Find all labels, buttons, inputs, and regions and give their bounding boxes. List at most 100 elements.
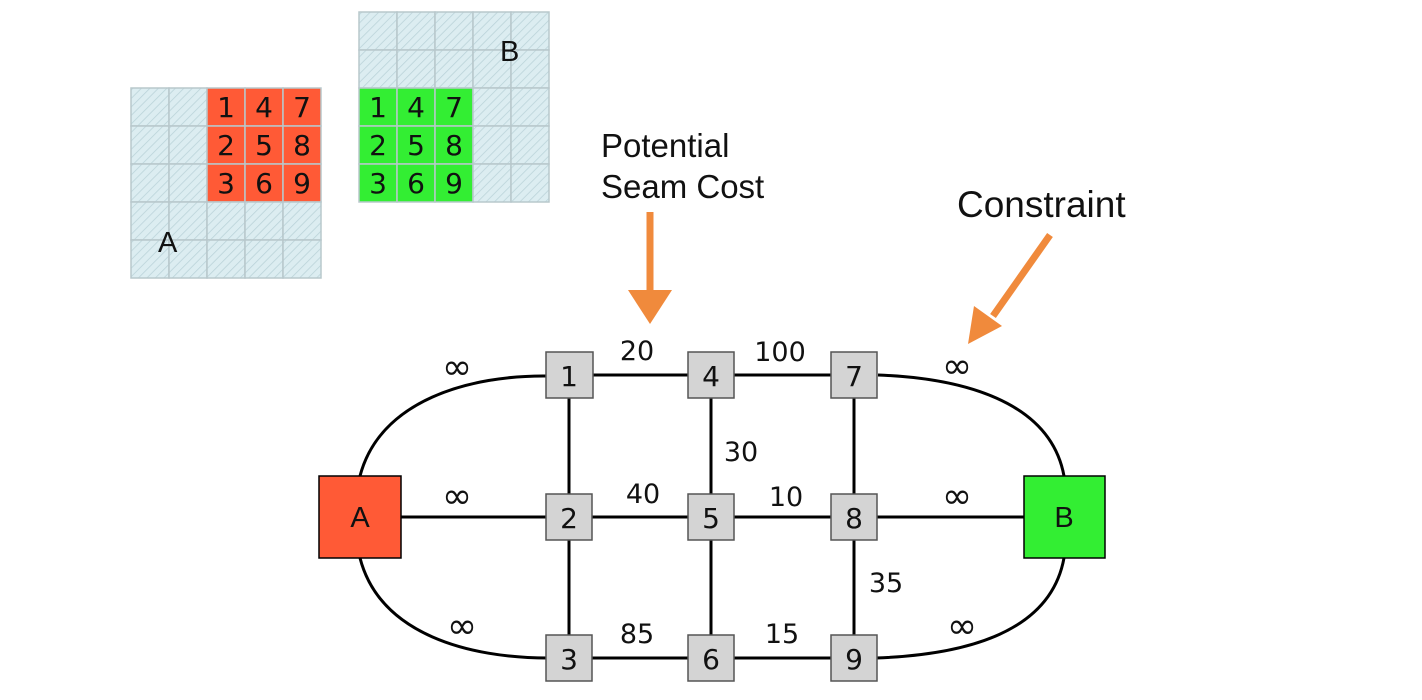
- constraint-arrow-icon: [968, 232, 1053, 344]
- seam-cost-label-line2: Seam Cost: [601, 168, 764, 205]
- patch-a-cell: [282, 201, 322, 241]
- weight-4-7: 100: [754, 337, 806, 368]
- patch-b-cell: [434, 163, 474, 203]
- patch-a-cell: [130, 87, 170, 127]
- weight-7-b: ∞: [942, 346, 972, 387]
- weight-3-6: 85: [620, 619, 654, 650]
- patch-a-cell: [282, 125, 322, 165]
- terminal-b-node: [1023, 475, 1106, 559]
- pixel-node-3: 3: [545, 634, 593, 682]
- patch-b-cell: [472, 87, 512, 127]
- patch-b-cell: [510, 163, 550, 203]
- weight-8-b: ∞: [942, 476, 972, 517]
- terminal-b-label: B: [1054, 502, 1073, 534]
- weight-8-9: 35: [869, 568, 903, 599]
- patch-b-pixel-label: 7: [445, 91, 463, 124]
- svg-text:3: 3: [560, 643, 578, 676]
- patch-b-cell: [358, 87, 398, 127]
- edge-a-1: [358, 374, 549, 477]
- patch-b-cell: [358, 11, 398, 51]
- patch-a-cell: [244, 239, 284, 279]
- svg-text:8: 8: [845, 502, 863, 535]
- pixel-node-4: 4: [687, 351, 735, 399]
- patch-a-pixel-label: 7: [293, 91, 311, 124]
- patch-b-cell: [396, 49, 436, 89]
- pixel-node-6: 6: [687, 634, 735, 682]
- patch-a-cell: [282, 163, 322, 203]
- pixel-node-5: 5: [687, 493, 735, 541]
- patch-b-pixel-label: 9: [445, 167, 463, 200]
- patch-a-cell: [206, 201, 246, 241]
- constraint-label: Constraint: [957, 184, 1126, 225]
- svg-text:7: 7: [845, 360, 863, 393]
- pixel-node-2: 2: [545, 493, 593, 541]
- patch-a-pixel-label: 2: [217, 129, 235, 162]
- weight-a-1: ∞: [442, 347, 472, 388]
- patch-a-cell: [168, 201, 208, 241]
- weight-1-4: 20: [620, 336, 654, 367]
- patch-b-cell: [358, 49, 398, 89]
- patch-b-pixel-label: 2: [369, 129, 387, 162]
- patch-b-cell: [510, 11, 550, 51]
- patch-a-cell: [282, 239, 322, 279]
- patch-b-cell: [396, 163, 436, 203]
- patch-b-cell: [434, 125, 474, 165]
- patch-b-pixel-label: 3: [369, 167, 387, 200]
- patch-b-cell: [510, 87, 550, 127]
- patch-a-cell: [130, 239, 170, 279]
- patch-b-cell: [434, 87, 474, 127]
- patch-b-cell: [472, 49, 512, 89]
- patch-a-pixel-label: 1: [217, 91, 235, 124]
- patch-a-cell: [244, 201, 284, 241]
- seam-cost-arrow-icon: [628, 212, 672, 324]
- svg-text:2: 2: [560, 502, 578, 535]
- patch-a-pixel-label: 3: [217, 167, 235, 200]
- svg-text:4: 4: [702, 360, 720, 393]
- patch-a-cell: [244, 163, 284, 203]
- terminal-a-label: A: [350, 502, 370, 534]
- patch-a-label: A: [158, 227, 178, 259]
- weight-5-8: 10: [769, 482, 803, 513]
- patch-b-cell: [472, 125, 512, 165]
- patch-a-pixel-label: 9: [293, 167, 311, 200]
- patch-a-cell: [168, 125, 208, 165]
- patch-b-pixel-label: 5: [407, 129, 425, 162]
- pixel-node-1: 1: [545, 351, 594, 399]
- weight-a-3: ∞: [447, 606, 477, 647]
- patch-a-pixel-label: 5: [255, 129, 273, 162]
- svg-text:9: 9: [845, 643, 863, 676]
- svg-text:1: 1: [560, 360, 578, 393]
- weight-6-9: 15: [765, 619, 799, 650]
- patch-a-pixel-label: 8: [293, 129, 311, 162]
- weight-4-5: 30: [724, 437, 758, 468]
- patch-b-cell: [434, 11, 474, 51]
- pixel-node-9: 9: [830, 634, 878, 682]
- patch-a-pixel-label: 6: [255, 167, 273, 200]
- edge-a-3: [358, 557, 549, 660]
- pixel-node-8: 8: [830, 493, 878, 541]
- patch-b-label: B: [500, 36, 519, 68]
- pixel-node-7: 7: [830, 351, 878, 399]
- weight-a-2: ∞: [442, 476, 472, 517]
- patch-b-pixel-label: 4: [407, 91, 425, 124]
- patch-b-cell: [510, 125, 550, 165]
- edge-7-b: [877, 373, 1066, 477]
- seam-cost-label-line1: Potential: [601, 127, 729, 164]
- patch-b-cell: [358, 163, 398, 203]
- weight-9-b: ∞: [947, 606, 977, 647]
- edge-9-b: [875, 557, 1066, 660]
- patch-b-cell: [396, 11, 436, 51]
- weight-2-5: 40: [626, 479, 660, 510]
- patch-a-cell: [130, 163, 170, 203]
- patch-a-cell: [168, 87, 208, 127]
- terminal-a-node: [318, 475, 402, 559]
- patch-a-cell: [130, 125, 170, 165]
- patch-b-cell: [472, 163, 512, 203]
- patch-a-pixel-label: 4: [255, 91, 273, 124]
- patch-b-cell: [358, 125, 398, 165]
- svg-text:6: 6: [702, 643, 720, 676]
- svg-text:5: 5: [702, 502, 720, 535]
